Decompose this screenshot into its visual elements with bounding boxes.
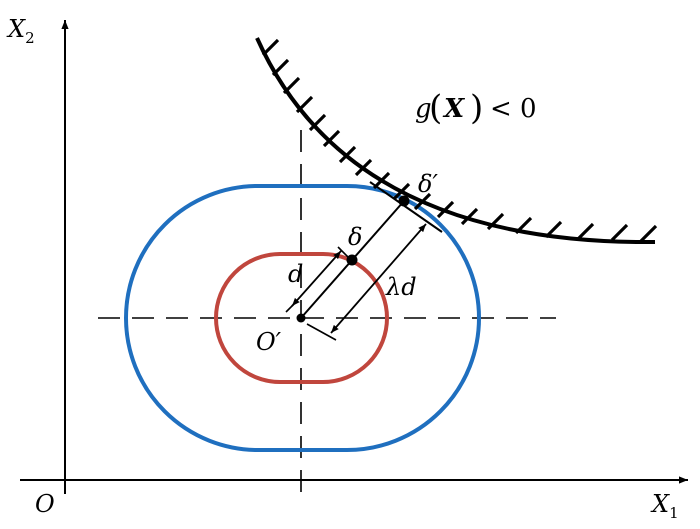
limit-state-hatching: [261, 38, 658, 243]
lambda-d-label: λd: [385, 273, 417, 301]
svg-text:X: X: [442, 94, 466, 124]
svg-text:(: (: [429, 88, 442, 128]
o-prime-label: O′: [256, 328, 282, 356]
o-prime-point: [296, 313, 306, 323]
delta-prime-point: [398, 195, 410, 207]
x2-axis-label: X2: [6, 15, 35, 47]
constraint-label: g ( X ) < 0: [415, 88, 537, 128]
delta-point: [346, 254, 358, 266]
d-label: d: [288, 260, 303, 288]
svg-text:< 0: < 0: [490, 94, 537, 124]
lambda-d-dimension-arrow: [330, 223, 427, 334]
outer-contour: [124, 184, 481, 452]
d-extension-line: [285, 301, 297, 313]
svg-text:g: g: [415, 94, 432, 124]
limit-state-curve: [255, 37, 656, 245]
delta-prime-label: δ′: [418, 170, 438, 198]
origin-label: O: [35, 490, 55, 518]
lambda-d-extension-line: [306, 323, 337, 341]
x1-axis-label: X1: [650, 490, 679, 522]
svg-text:): ): [470, 88, 483, 128]
delta-label: δ: [348, 223, 362, 251]
tangent-line: [369, 181, 443, 233]
